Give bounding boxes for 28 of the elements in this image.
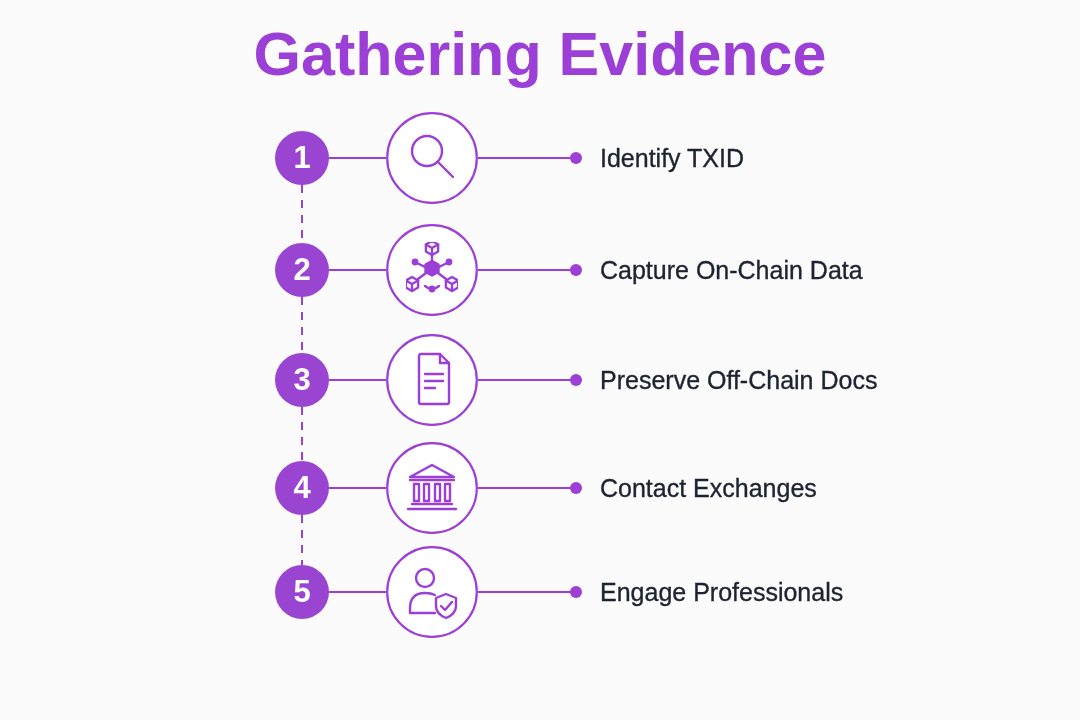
dashed-connector <box>301 406 303 462</box>
icon-circle <box>386 442 478 534</box>
connector-line <box>477 152 582 164</box>
title: Gathering Evidence <box>253 19 827 90</box>
step-number: 1 <box>275 131 329 185</box>
icon-circle <box>386 546 478 638</box>
step-number: 3 <box>275 353 329 407</box>
icon-circle <box>386 112 478 204</box>
connector-line <box>328 487 387 489</box>
step-label: Identify TXID <box>600 143 745 173</box>
step-number: 2 <box>275 243 329 297</box>
connector-line <box>477 374 582 386</box>
connector-line <box>477 264 582 276</box>
connector-line <box>328 157 387 159</box>
connector-line <box>477 482 582 494</box>
step-label: Capture On-Chain Data <box>600 255 863 285</box>
connector-line <box>328 379 387 381</box>
dashed-connector <box>301 514 303 566</box>
step-label: Engage Professionals <box>600 577 844 607</box>
step-label: Preserve Off-Chain Docs <box>600 365 878 395</box>
icon-circle <box>386 334 478 426</box>
icon-circle <box>386 224 478 316</box>
connector-line <box>328 269 387 271</box>
step-number: 4 <box>275 461 329 515</box>
step-number: 5 <box>275 565 329 619</box>
connector-line <box>328 591 387 593</box>
step-label: Contact Exchanges <box>600 473 817 503</box>
connector-line <box>477 586 582 598</box>
